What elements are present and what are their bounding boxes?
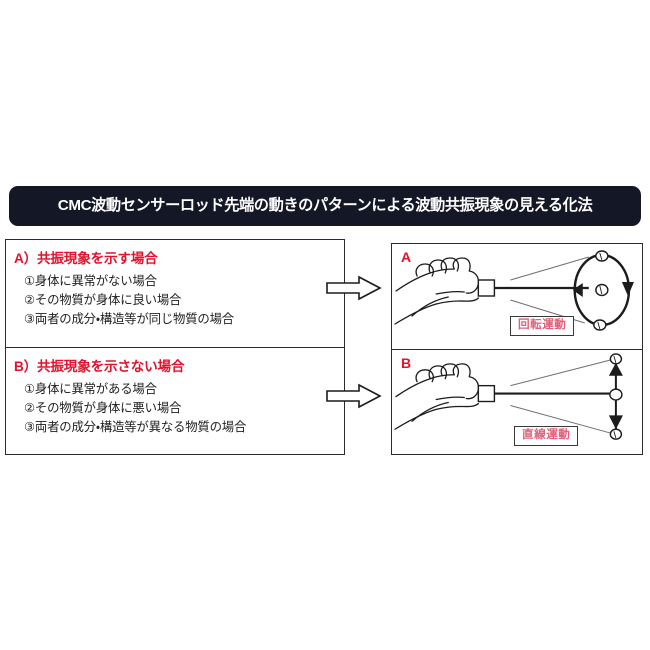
list-item: ②その物質が身体に良い場合 <box>24 292 182 307</box>
case-a-heading: A）共振現象を示す場合 <box>14 247 344 267</box>
case-b-letter: B） <box>14 359 38 374</box>
panel-b-letter: B <box>401 355 412 371</box>
arrow-right-icon <box>326 275 382 301</box>
hand-holding-rod-linear-icon <box>394 353 623 440</box>
list-item: ③両者の成分・構造等が同じ物質の場合 <box>24 311 234 326</box>
title-banner: CMC波動センサーロッド先端の動きのパターンによる波動共振現象の見える化法 <box>9 186 641 226</box>
case-a-heading-text: 共振現象を示す場合 <box>37 251 158 266</box>
arrow-right-icon <box>326 383 382 409</box>
list-item: ②その物質が身体に悪い場合 <box>24 400 182 415</box>
illustration-panel: A <box>391 243 643 455</box>
list-item: ①身体に異常がある場合 <box>24 382 157 396</box>
illustration-panel-a: A <box>392 244 642 349</box>
conditions-panel: A）共振現象を示す場合 ①身体に異常がない場合 ②その物質が身体に良い場合 ③両… <box>5 239 345 455</box>
list-item: ①身体に異常がない場合 <box>24 274 157 288</box>
illustration-panel-b: B <box>392 349 642 454</box>
case-b-list: ①身体に異常がある場合 ②その物質が身体に悪い場合 ③両者の成分・構造等が異なる… <box>14 380 344 437</box>
case-box-b: B）共振現象を示さない場合 ①身体に異常がある場合 ②その物質が身体に悪い場合 … <box>6 347 344 454</box>
motion-label-linear: 直線運動 <box>514 426 579 446</box>
case-b-heading-text: 共振現象を示さない場合 <box>37 359 185 374</box>
panel-a-letter: A <box>401 249 412 265</box>
list-item: ③両者の成分・構造等が異なる物質の場合 <box>24 419 247 434</box>
hand-holding-rod-rotating-icon <box>394 250 634 331</box>
case-a-letter: A） <box>14 251 38 266</box>
case-b-heading: B）共振現象を示さない場合 <box>14 355 344 375</box>
case-a-list: ①身体に異常がない場合 ②その物質が身体に良い場合 ③両者の成分・構造等が同じ物… <box>14 272 344 329</box>
case-box-a: A）共振現象を示す場合 ①身体に異常がない場合 ②その物質が身体に良い場合 ③両… <box>6 240 344 347</box>
page-title: CMC波動センサーロッド先端の動きのパターンによる波動共振現象の見える化法 <box>57 197 593 215</box>
motion-label-rotational: 回転運動 <box>510 316 575 336</box>
